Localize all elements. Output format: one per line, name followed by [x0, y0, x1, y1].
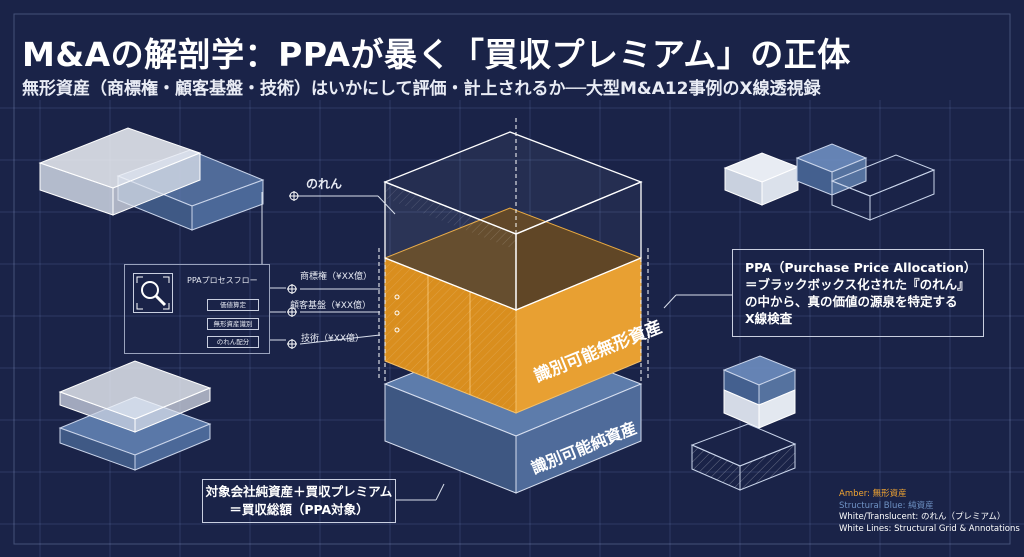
purchase-price-line-1: 対象会社純資産＋買収プレミアム	[205, 484, 393, 499]
purchase-price-box: 対象会社純資産＋買収プレミアム ＝買収総額（PPA対象）	[202, 479, 396, 523]
ppa-definition-callout: PPA（Purchase Price Allocation） ＝ブラックボックス…	[732, 249, 984, 337]
cubes-top-right	[723, 143, 936, 221]
legend-item-amber: Amber: 無形資産	[839, 489, 907, 499]
callout-line-2: ＝ブラックボックス化された『のれん』	[745, 277, 970, 292]
goodwill-label: のれん	[306, 177, 343, 191]
cubes-bottom-right	[690, 355, 797, 491]
ppa-process-flow: PPAプロセスフロー 価値算定 無形資産識別 のれん配分	[124, 264, 270, 354]
intangible-item-customer-base: 顧客基盤（¥XX億）	[290, 301, 372, 311]
target-markers	[287, 191, 400, 349]
legend-item-lines: White Lines: Structural Grid & Annotatio…	[839, 523, 1020, 534]
flow-title: PPAプロセスフロー	[187, 276, 258, 285]
block-goodwill	[383, 131, 643, 311]
slab-top-left	[38, 127, 265, 231]
legend: Amber: 無形資産 Structural Blue: 純資産 White/T…	[839, 489, 1020, 535]
flow-step-2: 無形資産識別	[207, 318, 259, 330]
legend-item-blue: Structural Blue: 純資産	[839, 500, 934, 511]
purchase-price-line-2: ＝買収総額（PPA対象）	[229, 502, 369, 517]
flow-step-1: 価値算定	[207, 299, 259, 311]
leader-lines	[261, 192, 732, 501]
page-subtitle: 無形資産（商標権・顧客基盤・技術）はいかにして評価・計上されるか──大型M&A1…	[22, 79, 821, 99]
page-title: M&Aの解剖学：PPAが暴く「買収プレミアム」の正体	[22, 35, 851, 74]
flow-step-3: のれん配分	[207, 336, 259, 348]
callout-line-4: X線検査	[745, 311, 793, 326]
callout-line-3: の中から、真の価値の源泉を特定する	[745, 294, 958, 309]
legend-item-white: White/Translucent: のれん（プレミアム）	[839, 512, 1006, 522]
callout-line-1: PPA（Purchase Price Allocation）	[745, 260, 977, 275]
intangible-item-technology: 技術（¥XX億）	[301, 334, 365, 344]
dimension-guides	[378, 118, 649, 384]
slab-bottom-left	[58, 360, 212, 471]
magnifier-icon	[133, 273, 173, 313]
intangible-item-trademark: 商標権（¥XX億）	[300, 272, 373, 282]
